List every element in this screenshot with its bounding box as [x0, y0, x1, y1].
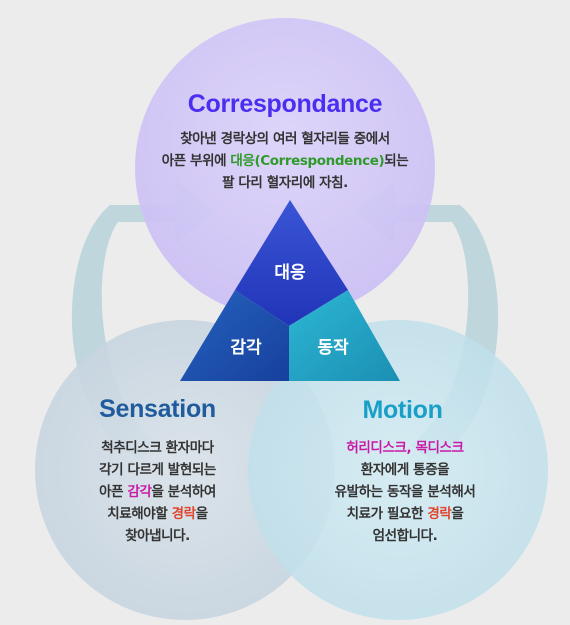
correspondence-highlight: 대응(Correspondence) — [230, 153, 385, 169]
motion-line-4: 치료가 필요한 경락을 — [346, 506, 464, 522]
triangle-label-sensation: 감각 — [230, 338, 262, 358]
triangle-label-correspondence: 대응 — [274, 263, 306, 283]
triangle-right-section — [289, 290, 400, 381]
correspondence-circle — [135, 18, 435, 318]
motion-line-3: 유발하는 동작을 분석해서 — [334, 484, 476, 500]
sensation-line-1: 척추디스크 환자마다 — [101, 440, 214, 456]
sensation-title: Sensation — [99, 395, 216, 423]
motion-highlight-gyeongrak: 경락 — [427, 506, 452, 522]
triangle-top-section — [235, 200, 348, 326]
correspondence-line-3: 팔 다리 혈자리에 자침. — [222, 175, 348, 191]
sensation-line-4: 치료해야할 경락을 — [107, 506, 208, 522]
sensation-highlight-gyeongrak: 경락 — [171, 506, 196, 522]
sensation-highlight-gamgak: 감각 — [127, 484, 152, 500]
correspondence-line-2: 아픈 부위에 대응(Correspondence)되는 — [161, 153, 409, 169]
motion-title: Motion — [362, 396, 443, 424]
sensation-line-5: 찾아냅니다. — [125, 528, 190, 544]
motion-line-5: 엄선합니다. — [372, 528, 438, 544]
sensation-circle — [35, 320, 335, 620]
sensation-description: 척추디스크 환자마다 각기 다르게 발현되는 아픈 감각을 분석하여 치료해야할… — [45, 437, 270, 547]
motion-line-1: 허리디스크, 목디스크 — [346, 440, 464, 456]
triangle-label-motion: 동작 — [317, 338, 349, 358]
correspondence-description: 찾아낸 경락상의 여러 혈자리들 중에서 아픈 부위에 대응(Correspon… — [110, 128, 460, 194]
sensation-line-3: 아픈 감각을 분석하여 — [99, 484, 216, 500]
sensation-line-2: 각기 다르게 발현되는 — [99, 462, 216, 478]
triangle-left-section — [180, 290, 289, 381]
motion-description: 허리디스크, 목디스크 환자에게 통증을 유발하는 동작을 분석해서 치료가 필… — [305, 437, 505, 547]
correspondence-line-1: 찾아낸 경락상의 여러 혈자리들 중에서 — [180, 131, 390, 147]
motion-line-2: 환자에게 통증을 — [360, 462, 450, 478]
correspondence-title: Correspondance — [187, 90, 383, 118]
motion-circle — [248, 320, 548, 620]
